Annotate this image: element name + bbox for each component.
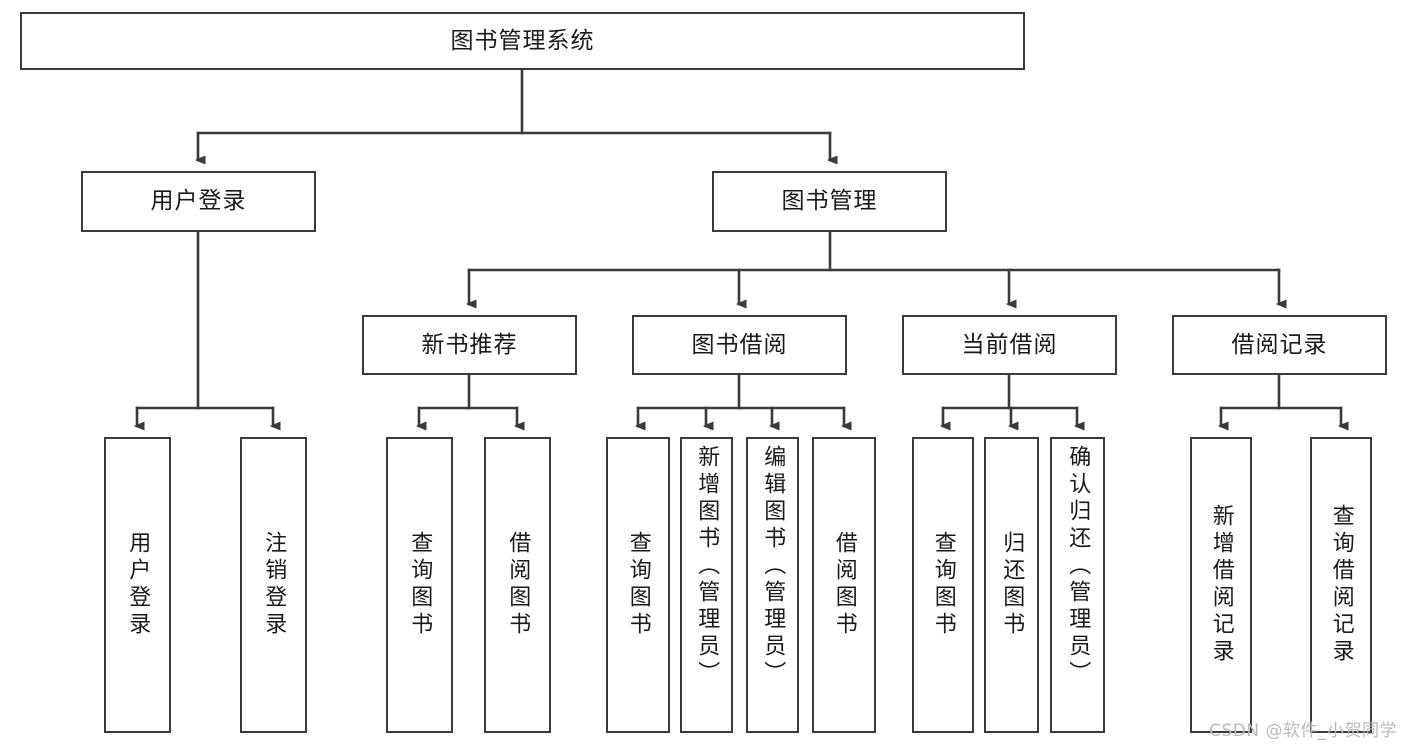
node-leaf-logout-login[interactable]: 注销登录 <box>240 437 307 733</box>
watermark-text: CSDN @软件_小贺同学 <box>1209 721 1397 741</box>
node-label: 查询图书 <box>407 531 433 639</box>
node-label: 新增图书（管理员） <box>694 445 720 688</box>
node-label: 查询借阅记录 <box>1328 504 1354 666</box>
node-leaf-user-login[interactable]: 用户登录 <box>104 437 171 733</box>
node-leaf-query-book-borrow[interactable]: 查询图书 <box>606 437 670 733</box>
node-label: 图书借阅 <box>691 331 788 358</box>
node-leaf-add-book-admin[interactable]: 新增图书（管理员） <box>680 437 733 733</box>
node-label: 归还图书 <box>999 531 1025 639</box>
node-leaf-query-borrow-record[interactable]: 查询借阅记录 <box>1310 437 1372 733</box>
node-label: 查询图书 <box>625 531 651 639</box>
node-label: 确认归还（管理员） <box>1065 445 1091 688</box>
node-label: 借阅图书 <box>831 531 857 639</box>
node-leaf-add-borrow-record[interactable]: 新增借阅记录 <box>1190 437 1252 733</box>
node-label: 新书推荐 <box>421 331 518 358</box>
node-new-book-recommend[interactable]: 新书推荐 <box>362 315 577 375</box>
node-leaf-borrow-book-recommend[interactable]: 借阅图书 <box>484 437 551 733</box>
node-label: 借阅记录 <box>1231 331 1328 358</box>
node-leaf-query-book-recommend[interactable]: 查询图书 <box>386 437 453 733</box>
node-leaf-borrow-book[interactable]: 借阅图书 <box>812 437 876 733</box>
node-current-borrow[interactable]: 当前借阅 <box>902 315 1117 375</box>
node-label: 查询图书 <box>930 531 956 639</box>
node-leaf-return-book[interactable]: 归还图书 <box>984 437 1039 733</box>
node-book-borrow[interactable]: 图书借阅 <box>632 315 847 375</box>
node-label: 当前借阅 <box>961 331 1058 358</box>
node-user-login[interactable]: 用户登录 <box>81 171 316 232</box>
node-leaf-edit-book-admin[interactable]: 编辑图书（管理员） <box>746 437 799 733</box>
node-label: 注销登录 <box>261 531 287 639</box>
node-label: 用户登录 <box>150 188 247 215</box>
node-label: 用户登录 <box>125 531 151 639</box>
node-leaf-query-book-current[interactable]: 查询图书 <box>912 437 974 733</box>
node-label: 图书管理系统 <box>450 27 595 54</box>
node-label: 编辑图书（管理员） <box>760 445 786 688</box>
node-label: 借阅图书 <box>505 531 531 639</box>
node-borrow-record[interactable]: 借阅记录 <box>1172 315 1387 375</box>
node-root-system[interactable]: 图书管理系统 <box>20 12 1025 70</box>
node-book-manage[interactable]: 图书管理 <box>712 171 947 232</box>
node-leaf-confirm-return-admin[interactable]: 确认归还（管理员） <box>1050 437 1105 733</box>
node-label: 图书管理 <box>781 188 878 215</box>
node-label: 新增借阅记录 <box>1208 504 1234 666</box>
